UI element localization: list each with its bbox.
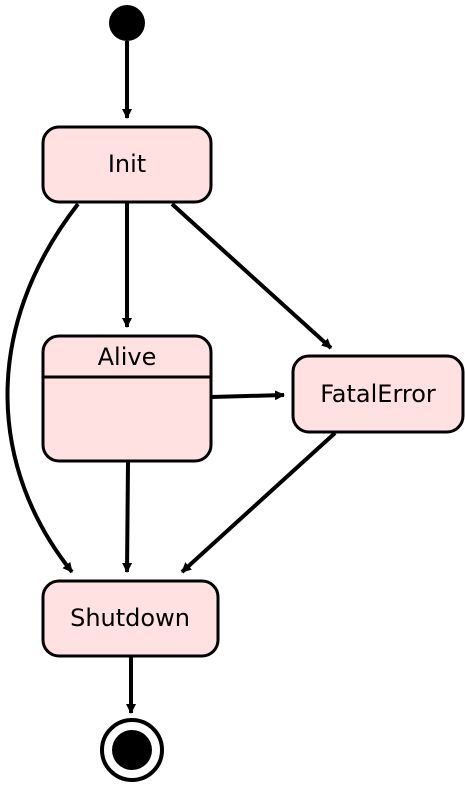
state-alive-label: Alive [98, 343, 157, 371]
transition-init-to-fatalerror [170, 202, 333, 350]
state-fatalerror[interactable]: FatalError [291, 354, 465, 434]
state-alive[interactable]: Alive [41, 334, 213, 463]
state-init[interactable]: Init [41, 125, 213, 204]
state-init-label: Init [108, 150, 146, 178]
transition-alive-to-fatalerror [211, 390, 285, 401]
initial-node [109, 5, 145, 41]
transition-fatalerror-to-shutdown [180, 431, 337, 574]
state-shutdown[interactable]: Shutdown [41, 579, 220, 658]
transitions [5, 41, 337, 714]
state-shutdown-label: Shutdown [70, 604, 190, 632]
final-node [100, 718, 164, 782]
transition-alive-to-shutdown [122, 461, 133, 573]
state-fatalerror-label: FatalError [320, 380, 436, 408]
transition-init-to-shutdown [5, 202, 80, 574]
